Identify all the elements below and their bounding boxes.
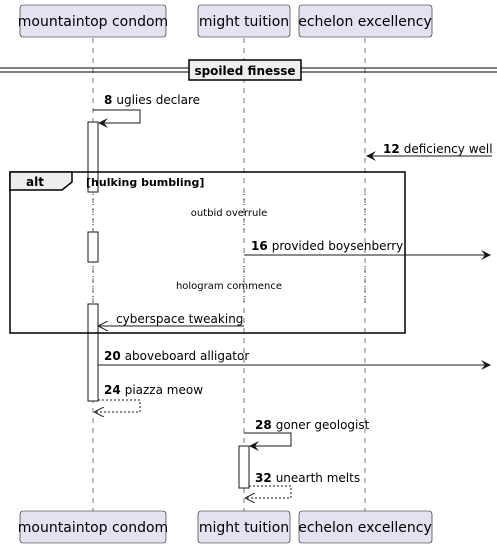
message-unearth-melts: 32 unearth melts <box>246 471 360 498</box>
activation-bar <box>87 303 99 402</box>
message-number: 24 <box>104 383 121 397</box>
participant-echelon-excellency-top: echelon excellency <box>298 4 433 38</box>
activation-bar <box>87 231 99 263</box>
message-number: 12 <box>383 142 400 156</box>
message-piazza-meow: 24 piazza meow <box>95 383 203 412</box>
participant-echelon-excellency-bottom: echelon excellency <box>298 510 433 544</box>
divider: spoiled finesse <box>0 59 497 81</box>
participant-label: mountaintop condom <box>18 520 168 536</box>
message-label: piazza meow <box>125 383 203 397</box>
activation-bar <box>87 121 99 193</box>
participant-label: might tuition <box>199 14 289 30</box>
participant-mountaintop-condom-bottom: mountaintop condom <box>18 510 168 544</box>
message-deficiency-well: 12 deficiency well <box>366 142 493 161</box>
message-label: aboveboard alligator <box>125 349 250 363</box>
delay-label: hologram commence <box>176 281 282 292</box>
message-label: unearth melts <box>276 471 360 485</box>
message-uglies-declare: 8 uglies declare <box>93 93 200 128</box>
alt-keyword: alt <box>26 175 44 189</box>
message-goner-geologist: 28 goner geologist <box>244 418 370 451</box>
message-label: provided boysenberry <box>272 239 404 253</box>
participant-might-tuition-top: might tuition <box>197 4 291 38</box>
participant-label: mountaintop condom <box>18 14 168 30</box>
activation-bar <box>238 445 250 489</box>
message-label: deficiency well <box>404 142 493 156</box>
alt-condition: [hulking bumbling] <box>86 176 204 189</box>
message-number: 20 <box>104 349 121 363</box>
participant-label: echelon excellency <box>298 14 432 30</box>
message-provided-boysenberry: 16 provided boysenberry <box>244 239 491 260</box>
message-number: 28 <box>255 418 272 432</box>
participant-mountaintop-condom-top: mountaintop condom <box>18 4 168 38</box>
message-aboveboard-alligator: 20 aboveboard alligator <box>98 349 491 370</box>
divider-title: spoiled finesse <box>194 64 295 78</box>
participant-label: echelon excellency <box>298 520 432 536</box>
message-number: 32 <box>255 471 272 485</box>
message-label: cyberspace tweaking <box>116 312 243 326</box>
message-label: goner geologist <box>276 418 370 432</box>
delay-label: outbid overrule <box>191 208 268 219</box>
participant-label: might tuition <box>199 520 289 536</box>
message-number: 16 <box>251 239 268 253</box>
participant-might-tuition-bottom: might tuition <box>197 510 291 544</box>
message-label: uglies declare <box>116 93 200 107</box>
alt-fragment: alt [hulking bumbling] <box>9 171 406 334</box>
message-cyberspace-tweaking: cyberspace tweaking <box>99 312 244 326</box>
message-number: 8 <box>104 93 112 107</box>
